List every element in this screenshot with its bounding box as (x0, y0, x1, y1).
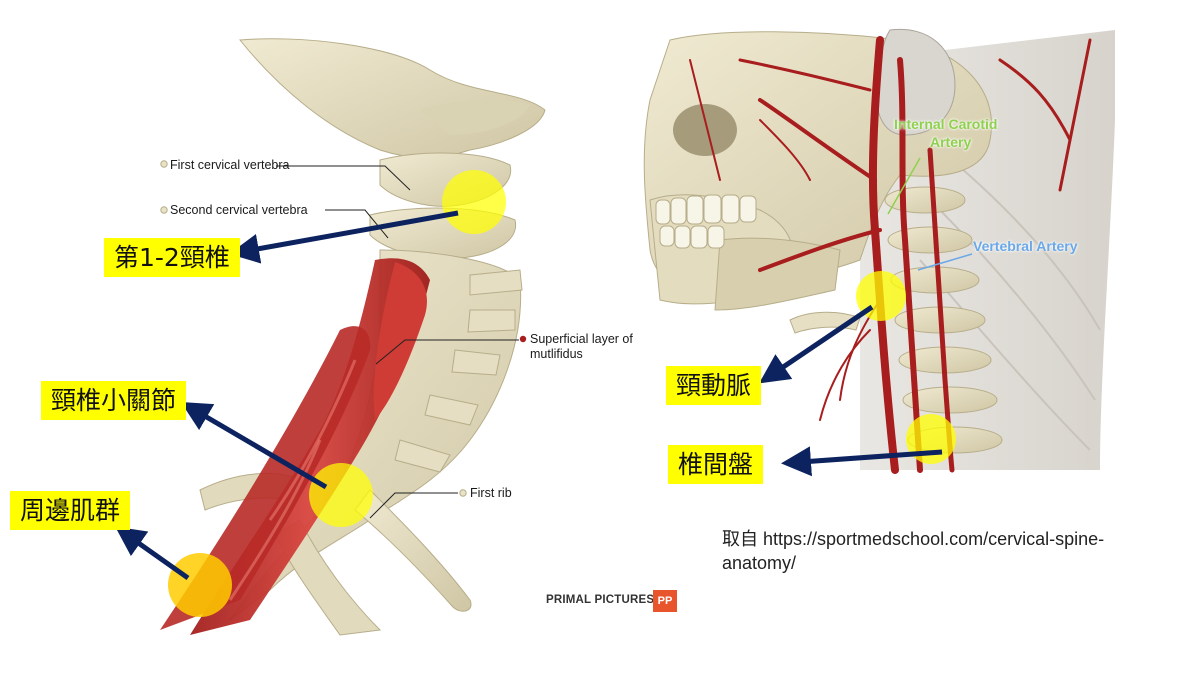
c1-marker-dot (160, 160, 168, 168)
label-second-cervical-vertebra: Second cervical vertebra (170, 203, 308, 217)
teeth (655, 194, 757, 249)
first-rib-marker-dot (459, 489, 467, 497)
callout-surrounding-muscles: 周邊肌群 (10, 491, 131, 530)
highlight-surrounding-muscle (168, 553, 232, 617)
label-internal-carotid-2: Artery (930, 134, 972, 150)
pointer-internal-carotid (887, 157, 921, 215)
label-superficial-multifidus-2: mutlifidus (530, 347, 583, 361)
arrow-surrounding-muscle (115, 526, 190, 581)
right-skull-illustration (643, 28, 1115, 474)
callout-c1-c2: 第1-2頸椎 (104, 238, 240, 277)
arrow-c1-c2 (229, 210, 459, 264)
arrow-disc (781, 446, 943, 477)
left-leader-lines (276, 165, 519, 519)
arrow-facet-joint (180, 401, 328, 490)
source-citation: 取自 https://sportmedschool.com/cervical-s… (722, 529, 1105, 573)
pointer-vertebral-artery (917, 253, 973, 271)
multifidus-marker-dot (519, 335, 527, 343)
brand-badge-icon: PP (653, 590, 677, 612)
c2-marker-dot (160, 206, 168, 214)
highlight-c1-c2 (442, 170, 506, 234)
left-spine-illustration (160, 38, 546, 636)
label-first-cervical-vertebra: First cervical vertebra (170, 158, 290, 172)
label-first-rib: First rib (470, 486, 512, 500)
label-superficial-multifidus-1: Superficial layer of (530, 332, 633, 346)
label-internal-carotid-1: Internal Carotid (894, 116, 998, 132)
callout-facet-joints: 頸椎小關節 (41, 381, 187, 420)
callout-intervertebral-disc: 椎間盤 (668, 445, 764, 484)
brand-name: PRIMAL PICTURES (546, 594, 655, 606)
highlight-facet-joint (309, 463, 373, 527)
label-vertebral-artery: Vertebral Artery (973, 238, 1078, 254)
arrow-carotid (759, 304, 874, 384)
callout-carotid: 頸動脈 (666, 366, 762, 405)
